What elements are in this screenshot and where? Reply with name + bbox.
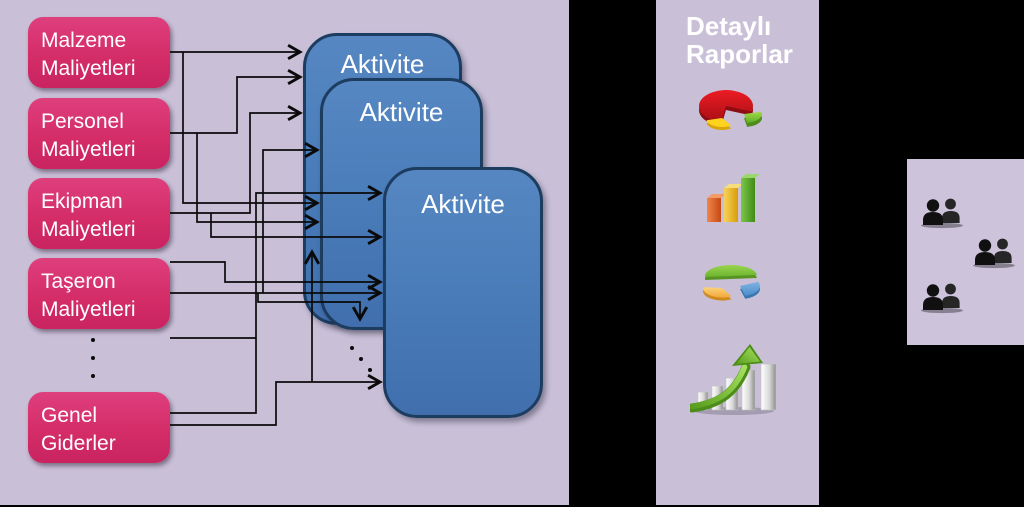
diagonal-ellipsis-dots xyxy=(350,346,372,372)
vertical-ellipsis-dots xyxy=(91,338,95,378)
cost-box-label-line2: Maliyetleri xyxy=(41,57,136,80)
people-pair-icon xyxy=(919,195,965,234)
cost-box-personel: Personel Maliyetleri xyxy=(28,98,170,169)
cost-box-label-line2: Maliyetleri xyxy=(41,218,136,241)
reports-title-line1: Detaylı xyxy=(686,11,772,41)
cost-box-label-line1: Malzeme xyxy=(41,29,127,52)
cost-box-ekipman: Ekipman Maliyetleri xyxy=(28,178,170,249)
reports-panel: Detaylı Raporlar xyxy=(656,0,819,505)
people-panel xyxy=(907,159,1024,345)
cost-box-label-line1: Taşeron xyxy=(41,270,116,293)
reports-title-line2: Raporlar xyxy=(686,39,793,69)
growth-arrow-chart-icon xyxy=(687,340,786,425)
pie-chart-3d-exploded-icon xyxy=(700,262,764,311)
activity-label: Aktivite xyxy=(421,189,505,219)
people-pair-icon xyxy=(971,235,1017,274)
activity-box-front: Aktivite xyxy=(383,167,543,418)
cost-box-label-line2: Maliyetleri xyxy=(41,138,136,161)
activity-label: Aktivite xyxy=(340,49,425,79)
reports-title: Detaylı Raporlar xyxy=(686,12,793,68)
cost-box-label-line2: Giderler xyxy=(41,432,116,455)
cost-flow-panel: Aktivite Aktivite Aktivite Malzeme Maliy… xyxy=(0,0,569,505)
cost-box-taseron: Taşeron Maliyetleri xyxy=(28,258,170,329)
pie-chart-3d-red-icon xyxy=(696,82,763,143)
cost-box-label-line1: Ekipman xyxy=(41,190,123,213)
cost-box-label-line1: Genel xyxy=(41,404,98,427)
people-pair-icon xyxy=(919,280,965,319)
activity-label: Aktivite xyxy=(359,97,444,127)
cost-box-label-line1: Personel xyxy=(41,110,124,133)
cost-box-genel: Genel Giderler xyxy=(28,392,170,463)
cost-box-label-line2: Maliyetleri xyxy=(41,298,136,321)
bar-chart-3d-icon xyxy=(705,174,761,231)
cost-box-malzeme: Malzeme Maliyetleri xyxy=(28,17,170,88)
